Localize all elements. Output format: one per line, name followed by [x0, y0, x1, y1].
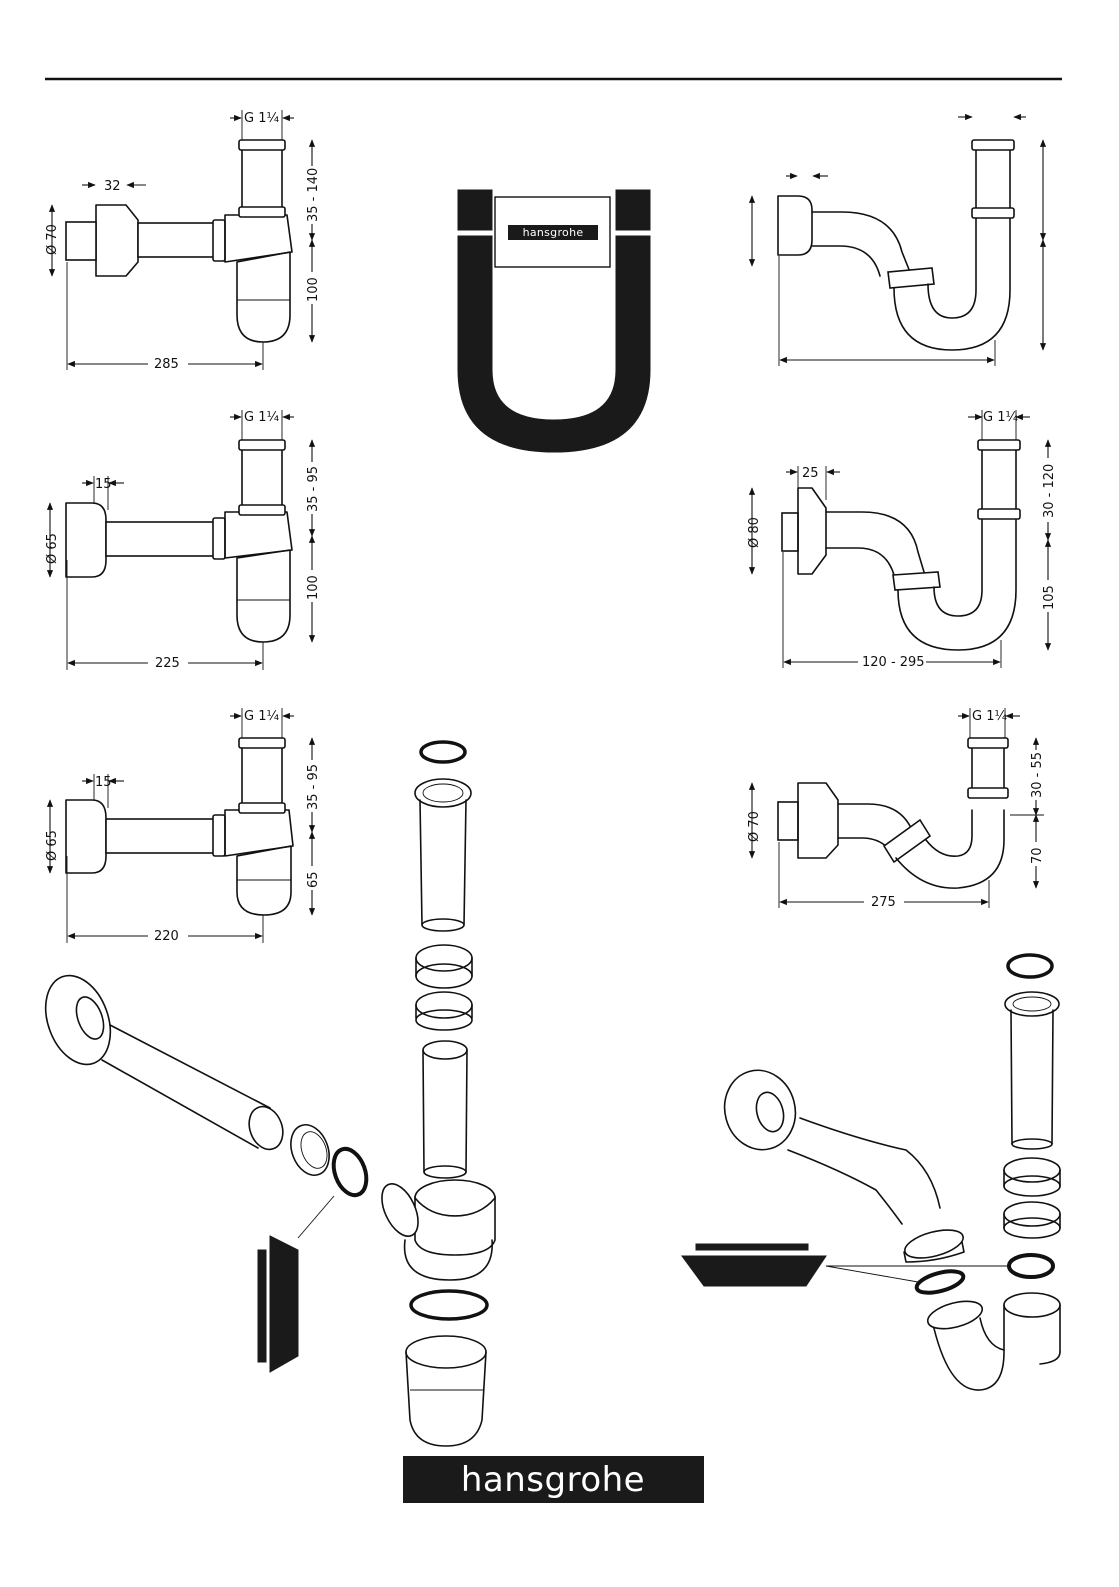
diameter-label: Ø 80: [747, 517, 762, 548]
bottle-trap-225-figure: G 1¼ 15 Ø 65 35 - 95 100 225: [45, 410, 321, 671]
siphon-u-icon: hansgrohe: [458, 190, 650, 452]
diameter-label: Ø 65: [45, 830, 60, 861]
tube-trap-275-figure: G 1¼ Ø 70 30 - 55 70 275: [747, 708, 1045, 910]
height-top-label: 35 - 95: [306, 764, 321, 810]
height-top-label: 30 - 120: [1042, 464, 1057, 518]
tube-trap-120-295-figure: G 1¼ 25 Ø 80 30 - 120 105 120 - 295: [747, 410, 1057, 670]
brand-logo: hansgrohe: [403, 1456, 704, 1503]
rosette-label: 32: [104, 179, 121, 194]
brand-logo-small: hansgrohe: [523, 226, 584, 239]
height-top-label: 35 - 95: [306, 466, 321, 512]
height-bottom-label: 100: [306, 575, 321, 600]
rosette-label: 15: [95, 477, 112, 492]
length-label: 285: [154, 357, 179, 372]
bottle-trap-220-figure: G 1¼ 15 Ø 65 35 - 95 65 220: [45, 708, 321, 944]
tube-trap-top-figure: [752, 117, 1043, 366]
rosette-label: 15: [95, 775, 112, 790]
length-label: 120 - 295: [862, 655, 925, 670]
thread-label: G 1¼: [983, 410, 1018, 425]
brand-logo-text: hansgrohe: [461, 1460, 645, 1500]
exploded-tube-trap-icon: [682, 955, 1060, 1390]
length-label: 220: [154, 929, 179, 944]
rosette-seal-icon: [258, 1236, 298, 1372]
thread-label: G 1¼: [244, 111, 279, 126]
diameter-label: Ø 70: [45, 224, 60, 255]
height-bottom-label: 100: [306, 277, 321, 302]
rosette-label: 25: [802, 466, 819, 481]
diameter-label: Ø 65: [45, 533, 60, 564]
height-bottom-label: 65: [306, 871, 321, 888]
length-label: 275: [871, 895, 896, 910]
height-bottom-label: 105: [1042, 585, 1057, 610]
exploded-bottle-trap-icon: [34, 742, 495, 1446]
height-bottom-label: 70: [1030, 847, 1045, 864]
thread-label: G 1¼: [972, 709, 1007, 724]
diameter-label: Ø 70: [747, 811, 762, 842]
length-label: 225: [155, 656, 180, 671]
height-top-label: 35 - 140: [306, 168, 321, 222]
height-top-label: 30 - 55: [1030, 752, 1045, 798]
thread-label: G 1¼: [244, 709, 279, 724]
thread-label: G 1¼: [244, 410, 279, 425]
bottle-trap-285-figure: G 1¼ 32 Ø 70 35 - 140 100 285: [45, 110, 321, 372]
